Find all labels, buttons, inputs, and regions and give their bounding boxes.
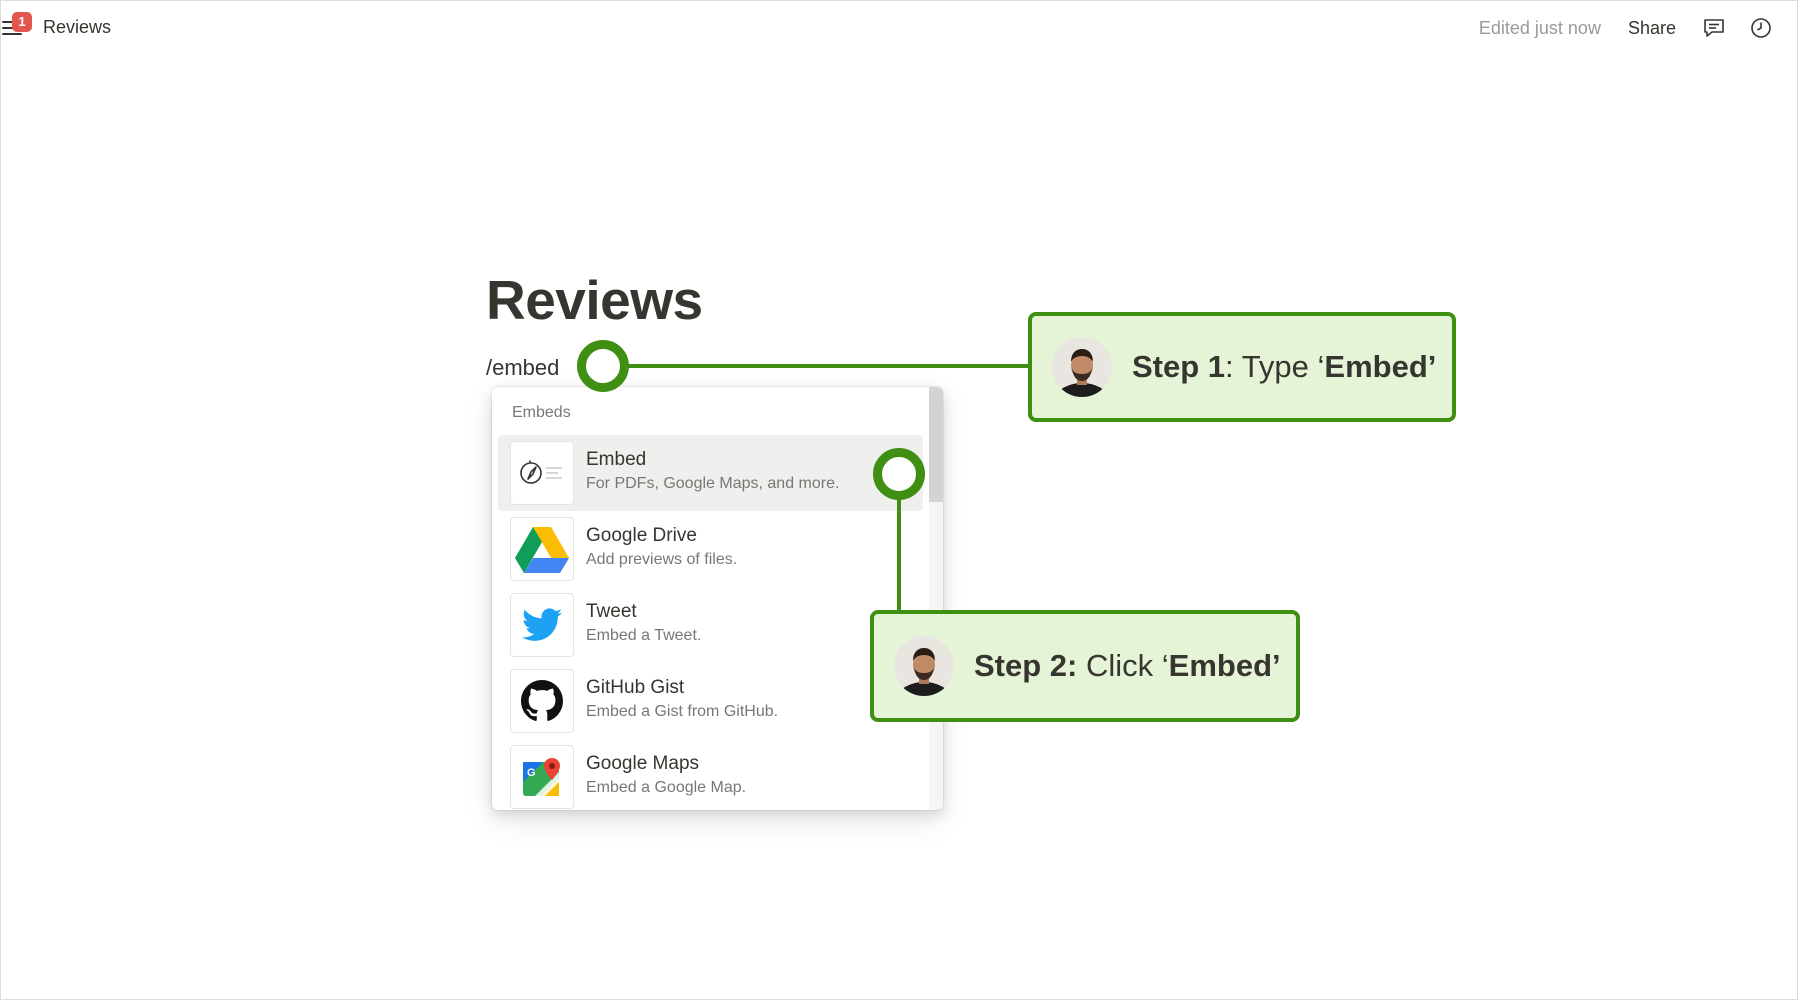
step-action: Type ‘	[1241, 349, 1325, 384]
menu-item-github-gist[interactable]: GitHub Gist Embed a Gist from GitHub.	[498, 663, 923, 739]
step-label: Step 1	[1132, 349, 1226, 384]
menu-item-subtitle: For PDFs, Google Maps, and more.	[586, 475, 840, 492]
avatar	[894, 636, 954, 696]
share-button[interactable]: Share	[1627, 17, 1676, 38]
menu-item-title: Google Drive	[586, 525, 697, 546]
slash-command-text[interactable]: /embed	[486, 355, 560, 380]
google-drive-icon	[510, 517, 574, 581]
menu-item-subtitle: Embed a Tweet.	[586, 627, 702, 644]
step1-text: Step 1: Type ‘Embed’	[1132, 349, 1436, 385]
clock-history-icon[interactable]	[1747, 14, 1775, 42]
page-title[interactable]: Reviews	[486, 269, 703, 331]
menu-item-title: GitHub Gist	[586, 677, 685, 698]
menu-item-google-drive[interactable]: Google Drive Add previews of files.	[498, 511, 923, 587]
google-maps-icon: G	[510, 745, 574, 809]
menu-item-embed[interactable]: Embed For PDFs, Google Maps, and more.	[498, 435, 923, 511]
step1-callout: Step 1: Type ‘Embed’	[1028, 312, 1456, 422]
step-close-quote: ’	[1427, 349, 1437, 384]
comment-icon[interactable]	[1700, 14, 1728, 42]
step2-marker	[873, 448, 925, 500]
step-separator	[1077, 648, 1086, 683]
menu-item-title: Google Maps	[586, 753, 700, 774]
avatar	[1052, 337, 1112, 397]
menu-item-subtitle: Embed a Google Map.	[586, 779, 747, 796]
step-close-quote: ’	[1272, 648, 1281, 683]
menu-item-subtitle: Embed a Gist from GitHub.	[586, 703, 779, 720]
step-target: Embed	[1168, 648, 1273, 683]
step-separator: :	[1225, 349, 1242, 384]
menu-item-tweet[interactable]: Tweet Embed a Tweet.	[498, 587, 923, 663]
embed-command-menu: Embeds Embed For PDFs, Google Maps, and …	[492, 387, 943, 810]
twitter-bird-icon	[510, 593, 574, 657]
topbar-actions: Edited just now Share	[1479, 14, 1775, 42]
step-label: Step 2:	[974, 648, 1078, 683]
notification-badge: 1	[12, 12, 32, 32]
menu-item-google-maps[interactable]: G Google Maps Embed a Google Map.	[498, 739, 923, 810]
menu-scrollbar-thumb[interactable]	[929, 387, 943, 502]
breadcrumb-page-name[interactable]: Reviews	[43, 17, 112, 37]
step-action: Click ‘	[1085, 648, 1169, 683]
step2-callout: Step 2: Click ‘Embed’	[870, 610, 1300, 722]
step1-marker	[577, 340, 629, 392]
step-target: Embed	[1324, 349, 1428, 384]
step2-connector-line	[897, 490, 901, 612]
menu-section-label: Embeds	[512, 404, 571, 421]
svg-text:G: G	[527, 767, 536, 779]
menu-scrollbar[interactable]	[929, 387, 943, 810]
menu-item-title: Embed	[586, 449, 647, 470]
compass-embed-icon	[510, 441, 574, 505]
github-octocat-icon	[510, 669, 574, 733]
edited-status: Edited just now	[1478, 17, 1601, 38]
menu-item-subtitle: Add previews of files.	[586, 551, 738, 568]
step1-connector-line	[620, 364, 1030, 368]
step2-text: Step 2: Click ‘Embed’	[974, 648, 1281, 684]
menu-item-title: Tweet	[586, 601, 637, 622]
